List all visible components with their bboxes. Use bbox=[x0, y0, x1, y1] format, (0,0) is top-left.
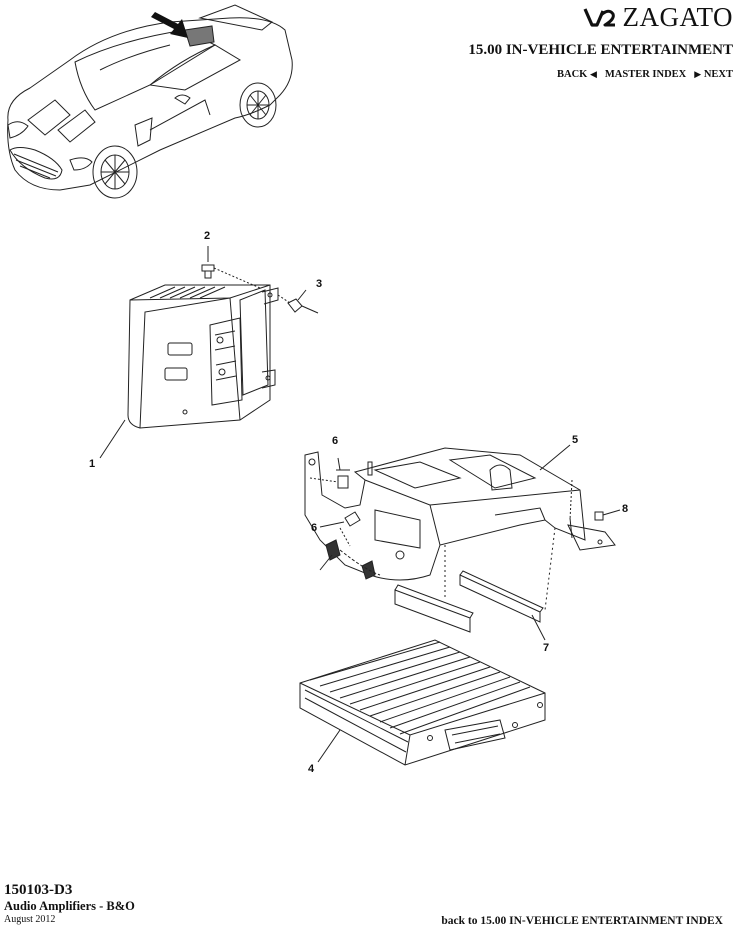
callout-8: 8 bbox=[622, 503, 628, 515]
v12-logo-icon bbox=[583, 8, 615, 27]
callout-6-upper: 6 bbox=[332, 435, 338, 447]
section-title: 15.00 IN-VEHICLE ENTERTAINMENT bbox=[468, 42, 733, 58]
triangle-left-icon: ◀ bbox=[589, 69, 597, 79]
amplifier-module-finned bbox=[299, 639, 546, 766]
document-date: August 2012 bbox=[4, 913, 56, 925]
master-index-link[interactable]: MASTER INDEX bbox=[604, 69, 687, 80]
callout-5: 5 bbox=[572, 434, 578, 446]
back-link[interactable]: BACK ◀ bbox=[557, 69, 597, 80]
callout-7: 7 bbox=[543, 642, 549, 654]
nav-bar: BACK ◀ MASTER INDEX ▶ NEXT bbox=[557, 69, 733, 80]
next-link[interactable]: ▶ NEXT bbox=[694, 69, 733, 80]
brand-name: ZAGATO bbox=[622, 1, 733, 32]
callout-4: 4 bbox=[308, 763, 315, 775]
footer-info: 150103-D3 Audio Amplifiers - B&O August … bbox=[4, 882, 135, 925]
callout-1: 1 bbox=[89, 458, 95, 470]
car-locator-illustration bbox=[7, 4, 293, 199]
exploded-parts-diagram: 1 2 3 4 5 6 6 7 8 bbox=[89, 230, 628, 775]
rail-left bbox=[394, 589, 471, 633]
callout-3: 3 bbox=[316, 278, 322, 290]
back-label: BACK bbox=[556, 69, 588, 80]
document-title: Audio Amplifiers - B&O bbox=[4, 899, 135, 914]
rail-right bbox=[459, 574, 541, 623]
callout-2: 2 bbox=[204, 230, 210, 242]
brand-header: ZAGATO bbox=[583, 2, 734, 32]
back-to-index-link[interactable]: back to 15.00 IN-VEHICLE ENTERTAINMENT I… bbox=[441, 915, 723, 927]
document-code: 150103-D3 bbox=[4, 882, 73, 898]
triangle-right-icon: ▶ bbox=[694, 69, 702, 79]
next-label: NEXT bbox=[703, 69, 733, 80]
amplifier-module-vertical bbox=[127, 284, 271, 429]
callout-6-lower: 6 bbox=[311, 522, 317, 534]
